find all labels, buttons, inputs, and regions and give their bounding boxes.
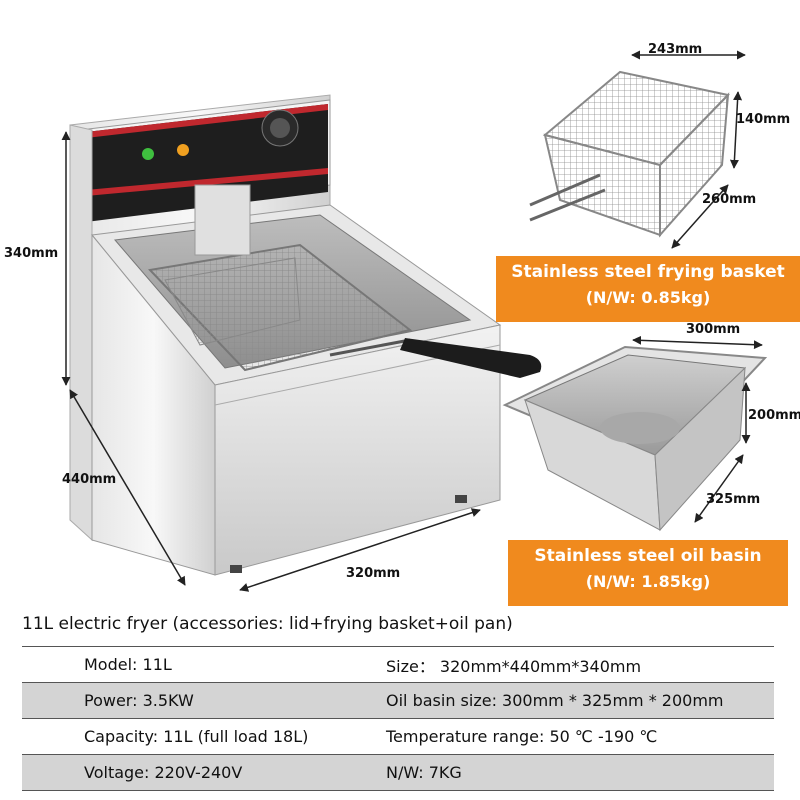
basin-length-label: 325mm — [706, 492, 761, 507]
spec-row: Power: 3.5KW Oil basin size: 300mm * 325… — [22, 682, 774, 719]
orange-lamp-icon — [177, 144, 189, 156]
basket-length-label: 260mm — [702, 192, 757, 207]
basin-width-label: 300mm — [686, 322, 741, 337]
basket-handle-icon — [400, 338, 542, 378]
basket-banner-weight: (N/W: 0.85kg) — [585, 288, 711, 307]
spec-power: Power: 3.5KW — [22, 682, 386, 719]
spec-capacity: Capacity: 11L (full load 18L) — [22, 718, 386, 755]
basket-banner-title: Stainless steel frying basket — [511, 262, 785, 282]
spec-table: Model: 11L Size： 320mm*440mm*340mm Power… — [22, 646, 774, 791]
spec-temperature-range: Temperature range: 50 ℃ -190 ℃ — [386, 718, 774, 755]
basket-height-label: 140mm — [736, 112, 791, 127]
fryer-height-label: 340mm — [4, 246, 59, 261]
frying-basket-product — [529, 70, 730, 238]
basket-banner: Stainless steel frying basket (N/W: 0.85… — [496, 256, 800, 322]
basin-banner-weight: (N/W: 1.85kg) — [585, 572, 711, 591]
spec-row: Model: 11L Size： 320mm*440mm*340mm — [22, 646, 774, 683]
basket-width-label: 243mm — [648, 42, 703, 57]
spec-voltage: Voltage: 220V-240V — [22, 754, 386, 791]
green-lamp-icon — [142, 148, 154, 160]
spec-model: Model: 11L — [22, 646, 386, 683]
fryer-illustration — [61, 50, 768, 592]
fryer-depth-label: 440mm — [62, 472, 117, 487]
oil-basin-product — [502, 345, 768, 532]
spec-row: Voltage: 220V-240V N/W: 7KG — [22, 754, 774, 791]
spec-size: Size： 320mm*440mm*340mm — [386, 646, 774, 683]
spec-net-weight: N/W: 7KG — [386, 754, 774, 791]
fryer-basket — [147, 184, 542, 378]
spec-row: Capacity: 11L (full load 18L) Temperatur… — [22, 718, 774, 755]
product-caption: 11L electric fryer (accessories: lid+fry… — [22, 614, 513, 634]
basin-height-label: 200mm — [748, 408, 800, 423]
fryer-width-label: 320mm — [346, 566, 401, 581]
basin-banner-title: Stainless steel oil basin — [534, 546, 762, 566]
basin-banner: Stainless steel oil basin (N/W: 1.85kg) — [508, 540, 788, 606]
spec-oil-basin-size: Oil basin size: 300mm * 325mm * 200mm — [386, 682, 774, 719]
